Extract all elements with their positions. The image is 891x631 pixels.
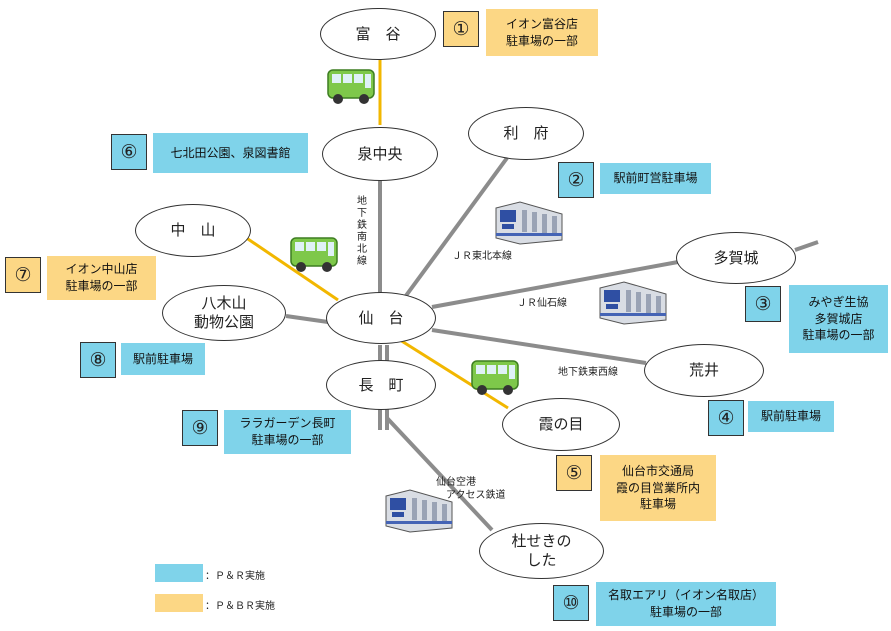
station-tomiya: 富 谷 [320,8,436,60]
station-yagiyama: 八木山 動物公園 [162,285,286,341]
bus-route-nakayama [244,235,339,302]
facility-label-1: イオン富谷店 駐車場の一部 [486,9,598,56]
facility-number-4: ④ [708,400,744,436]
station-nakayama: 中 山 [135,204,251,257]
station-tagajo: 多賀城 [676,232,796,284]
bus-icon [471,360,519,395]
rail-tohoku [403,156,509,299]
facility-number-10: ⑩ [553,585,589,621]
line-label-namboku: 地下鉄南北線 [357,196,367,267]
station-izumi-chuo: 泉中央 [322,127,438,181]
train-icon [495,201,563,245]
bus-icon [327,69,375,104]
legend-swatch-pbr [155,594,203,612]
station-nagamachi: 長 町 [326,360,436,410]
facility-number-5: ⑤ [556,455,592,491]
facility-number-8: ⑧ [80,342,116,378]
legend-label-pbr: ：Ｐ＆ＢＲ実施 [205,601,275,612]
train-icon [599,281,667,325]
facility-number-2: ② [558,162,594,198]
facility-number-6: ⑥ [111,134,147,170]
facility-number-9: ⑨ [182,410,218,446]
line-label-tozai: 地下鉄東西線 [558,367,618,378]
facility-label-4: 駅前駐車場 [748,401,834,432]
rail-airport [385,416,494,532]
rail-tozai-west [285,314,329,324]
facility-label-9: ララガーデン長町 駐車場の一部 [224,410,351,454]
facility-label-7: イオン中山店 駐車場の一部 [47,256,156,300]
facility-label-6: 七北田公園、泉図書館 [153,133,308,173]
facility-label-10: 名取エアリ（イオン名取店） 駐車場の一部 [596,582,776,626]
rail-senseki [431,260,679,309]
rail-senseki-ext [794,240,819,252]
bus-route-kasuminome [399,338,509,410]
station-kasuminome: 霞の目 [502,398,620,451]
station-rifu: 利 府 [468,107,584,160]
station-sendai: 仙 台 [326,292,436,344]
facility-label-2: 駅前町営駐車場 [600,163,711,194]
legend-label-pr: ：Ｐ＆Ｒ実施 [205,571,265,582]
line-label-airport: 仙台空港 アクセス鉄道 [436,477,506,501]
train-icon [385,489,453,533]
legend-swatch-pr [155,564,203,582]
facility-number-3: ③ [745,286,781,322]
station-morisekinoshita: 杜せきの した [479,523,604,579]
facility-number-7: ⑦ [5,257,41,293]
facility-number-1: ① [443,11,479,47]
facility-label-8: 駅前駐車場 [121,343,205,375]
rail-tozai-east [431,328,647,365]
station-arai: 荒井 [644,344,764,397]
line-label-tohoku: ＪＲ東北本線 [452,251,512,262]
line-label-senseki: ＪＲ仙石線 [517,298,567,309]
facility-label-3: みやぎ生協 多賀城店 駐車場の一部 [789,285,888,353]
facility-label-5: 仙台市交通局 霞の目営業所内 駐車場 [600,455,716,521]
bus-icon [290,237,338,272]
